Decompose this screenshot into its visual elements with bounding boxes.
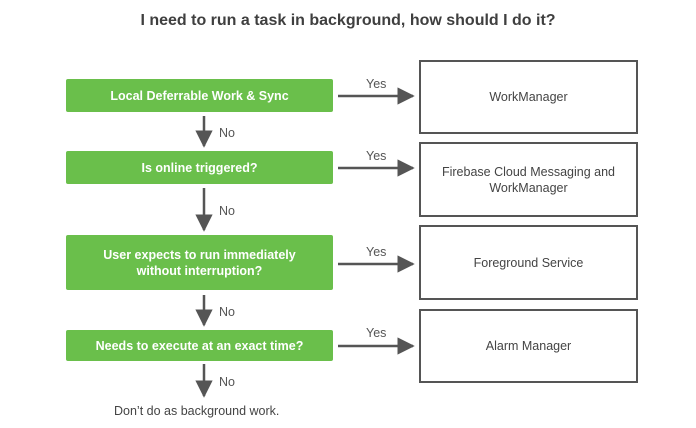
- answer-alarm-manager: Alarm Manager: [419, 309, 638, 383]
- no-label-1: No: [219, 126, 235, 140]
- decision-run-immediately: User expects to run immediately without …: [66, 235, 333, 290]
- yes-label-3: Yes: [366, 245, 387, 259]
- decision-exact-time: Needs to execute at an exact time?: [66, 330, 333, 361]
- diagram-title: I need to run a task in background, how …: [140, 12, 556, 29]
- answer-workmanager: WorkManager: [419, 60, 638, 134]
- yes-label-4: Yes: [366, 326, 387, 340]
- no-label-3: No: [219, 305, 235, 319]
- no-label-2: No: [219, 204, 235, 218]
- decision-online-triggered: Is online triggered?: [66, 151, 333, 184]
- answer-fcm-workmanager: Firebase Cloud Messaging and WorkManager: [419, 142, 638, 217]
- no-label-4: No: [219, 375, 235, 389]
- yes-label-1: Yes: [366, 77, 387, 91]
- yes-label-2: Yes: [366, 149, 387, 163]
- decision-local-deferrable: Local Deferrable Work & Sync: [66, 79, 333, 112]
- footer-note: Don’t do as background work.: [114, 404, 280, 418]
- answer-foreground-service: Foreground Service: [419, 225, 638, 300]
